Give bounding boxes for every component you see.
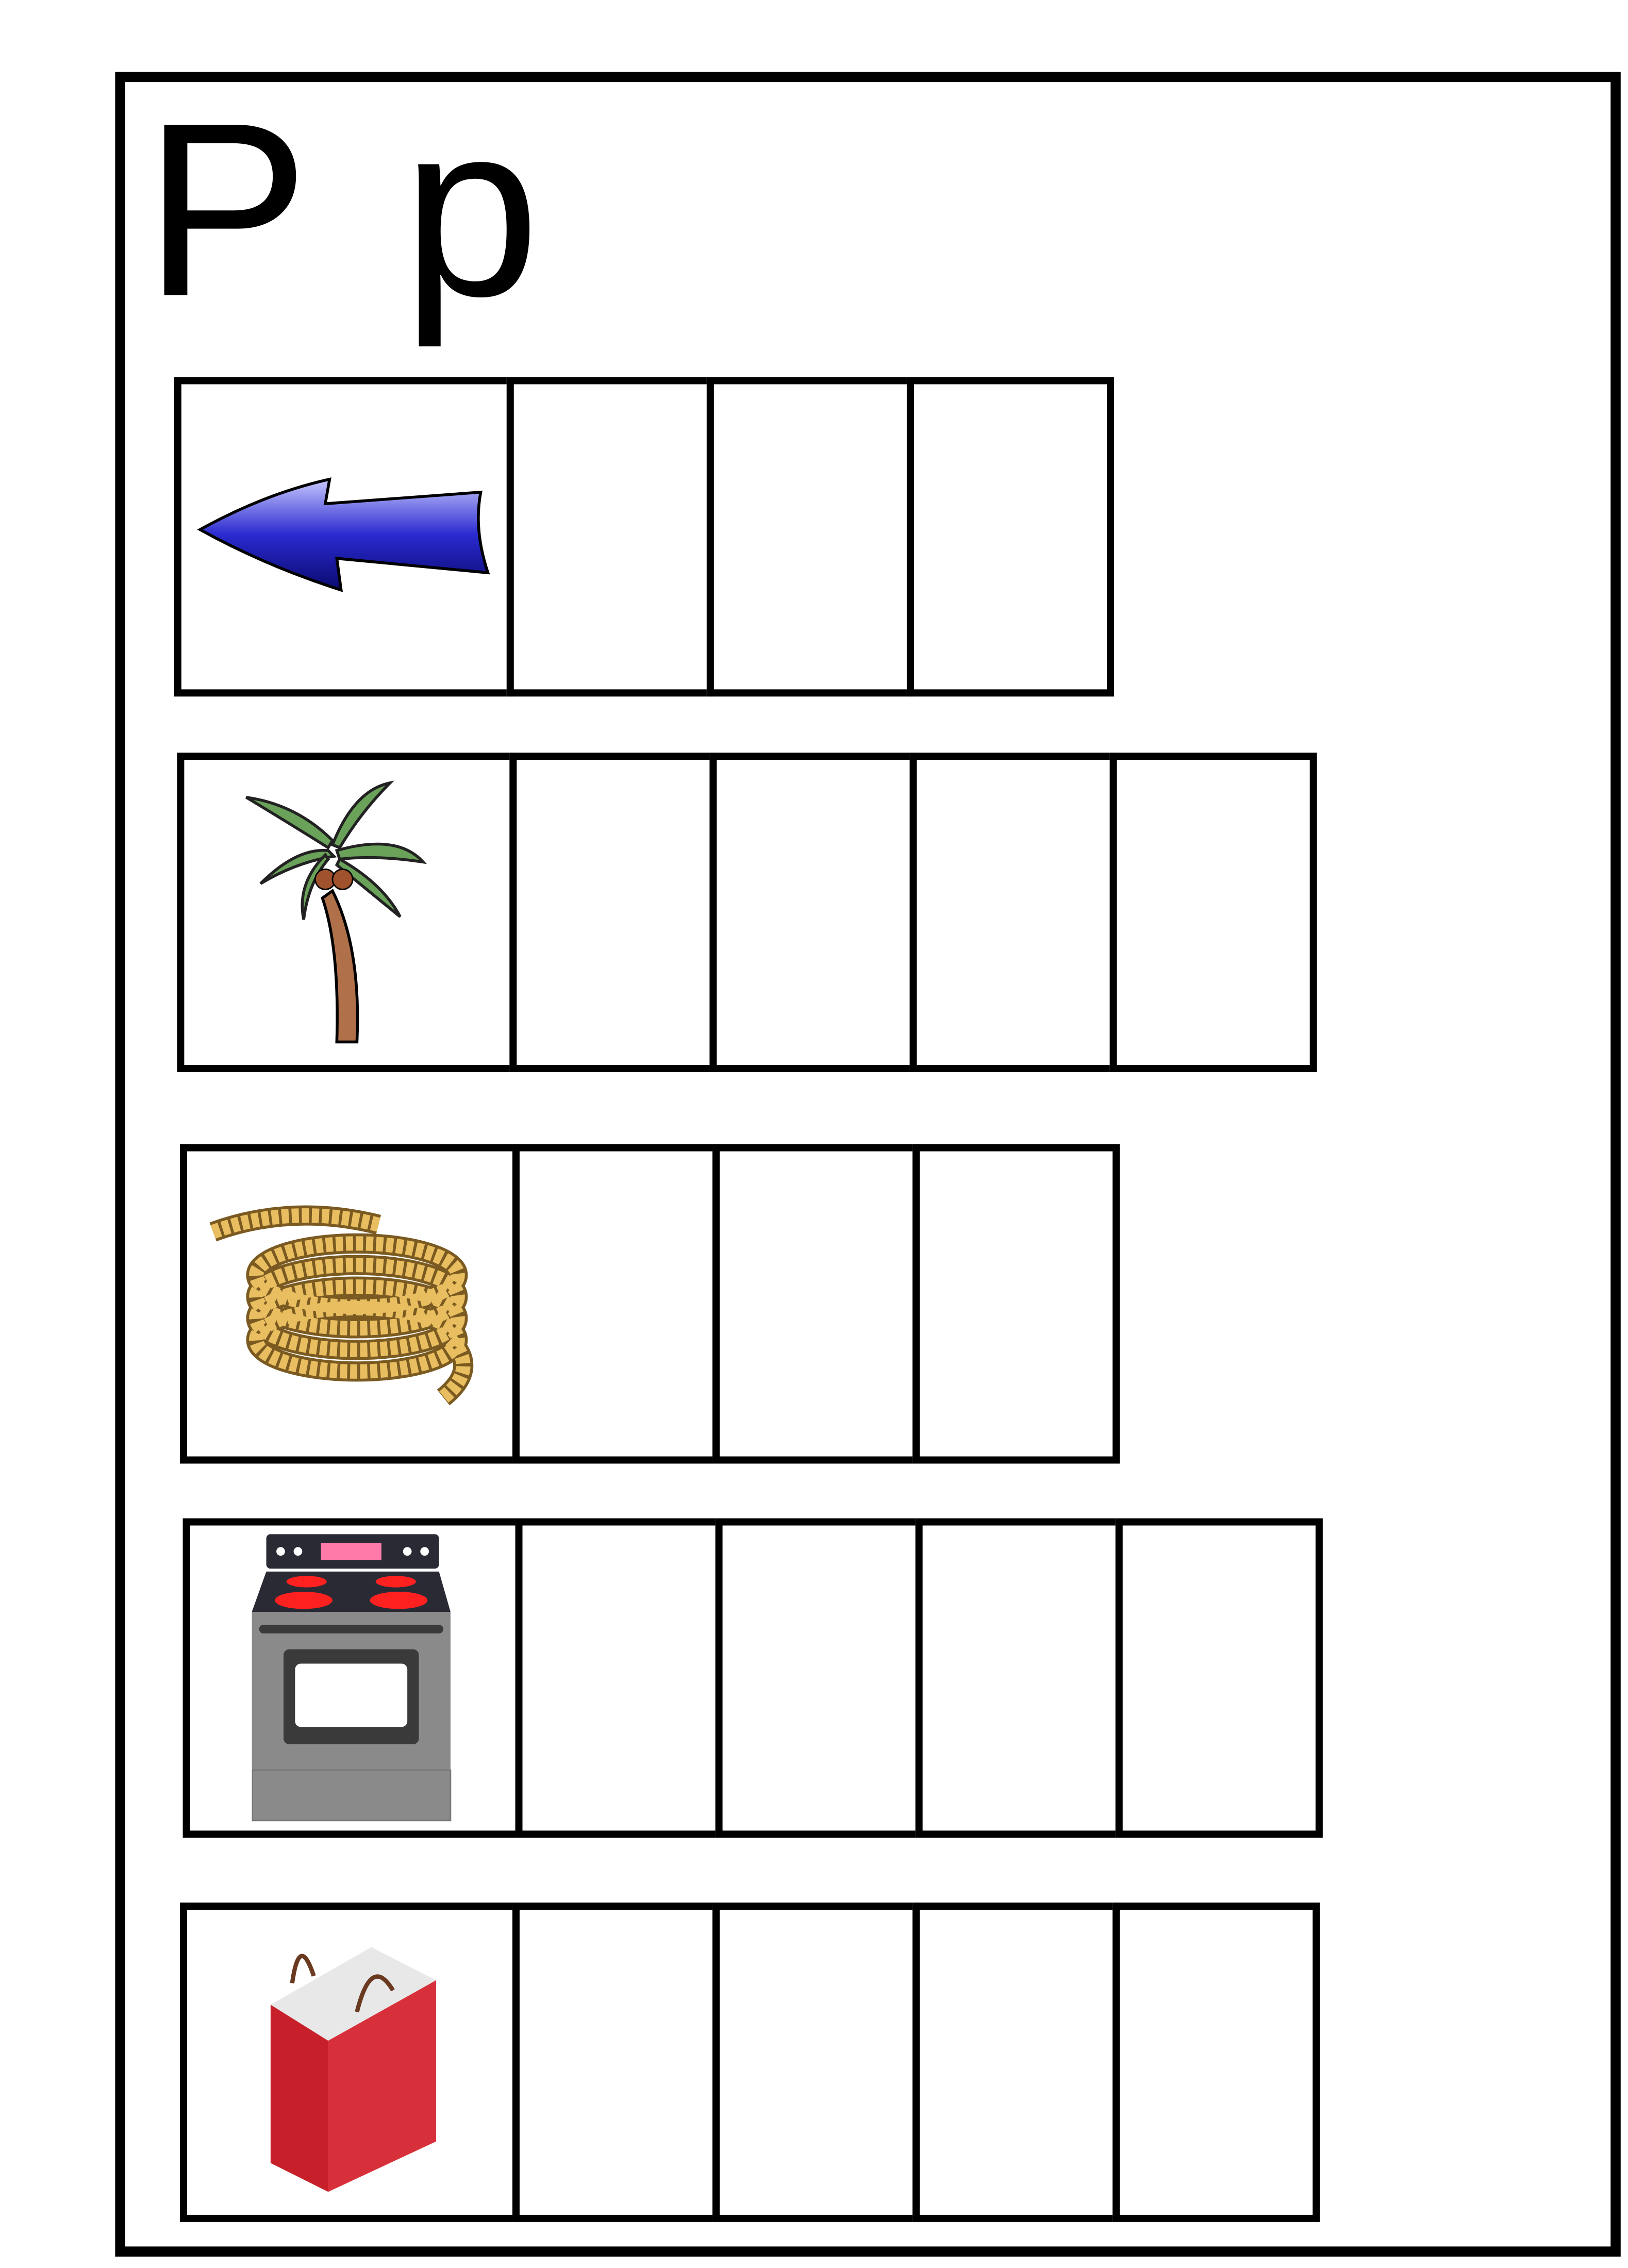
letter-box[interactable] — [512, 1903, 720, 2222]
picture-cell — [182, 1518, 523, 1838]
letter-box[interactable] — [906, 377, 1115, 697]
letter-box[interactable] — [712, 1903, 920, 2222]
word-row — [182, 1518, 1323, 1838]
picture-cell — [180, 1144, 520, 1464]
letter-title: P p — [144, 87, 540, 334]
uppercase-letter: P — [144, 72, 305, 348]
stove-icon — [252, 1534, 452, 1822]
word-row — [180, 1144, 1120, 1464]
letter-box[interactable] — [912, 1144, 1120, 1464]
lowercase-letter: p — [402, 72, 540, 348]
letter-box[interactable] — [512, 1144, 720, 1464]
letter-box[interactable] — [509, 753, 717, 1073]
rope-icon — [209, 1205, 474, 1406]
letter-box[interactable] — [909, 753, 1117, 1073]
palm-tree-icon — [245, 780, 427, 1044]
picture-cell — [174, 377, 514, 697]
word-row — [177, 753, 1317, 1073]
left-arrow-icon — [197, 477, 490, 592]
picture-cell — [177, 753, 517, 1073]
word-row — [180, 1903, 1320, 2222]
shopping-bag-icon — [270, 1947, 436, 2192]
letter-box[interactable] — [1112, 1903, 1320, 2222]
letter-box[interactable] — [1109, 753, 1317, 1073]
worksheet-border — [115, 72, 1621, 2257]
letter-box[interactable] — [912, 1903, 1120, 2222]
word-row — [174, 377, 1115, 697]
letter-box[interactable] — [506, 377, 714, 697]
letter-box[interactable] — [915, 1518, 1123, 1838]
letter-box[interactable] — [709, 753, 917, 1073]
picture-cell — [180, 1903, 520, 2222]
letter-box[interactable] — [712, 1144, 920, 1464]
letter-box[interactable] — [715, 1518, 923, 1838]
letter-box[interactable] — [515, 1518, 723, 1838]
letter-box[interactable] — [706, 377, 914, 697]
letter-box[interactable] — [1115, 1518, 1323, 1838]
